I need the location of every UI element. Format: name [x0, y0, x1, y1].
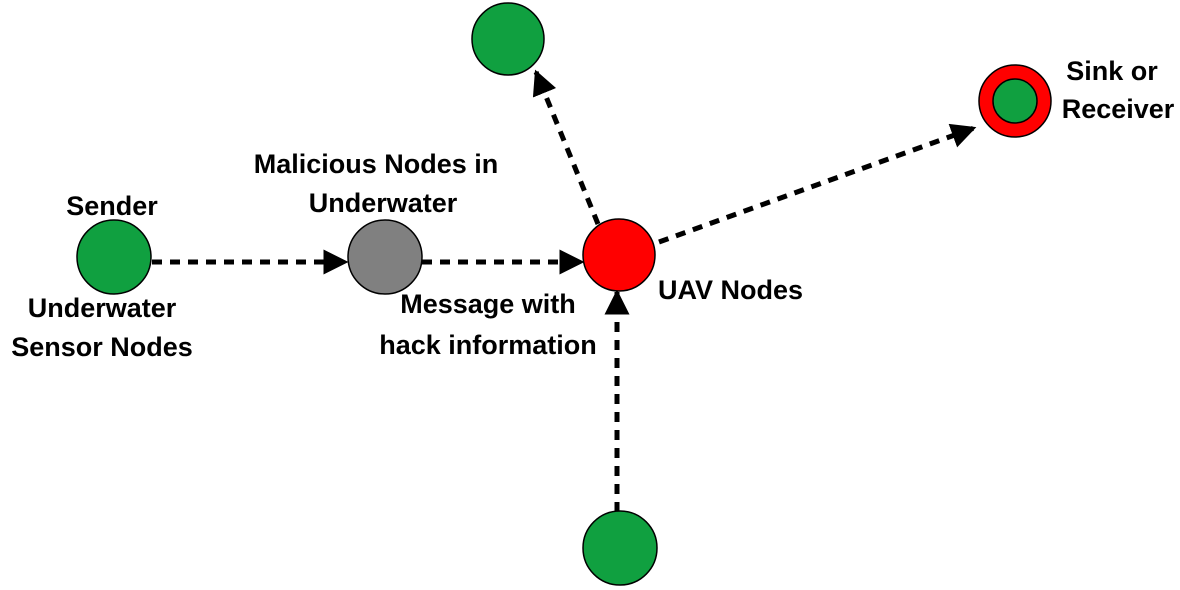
malicious-node: [347, 219, 423, 295]
sender-sensor-node: [76, 219, 152, 295]
top-sensor-node: [471, 2, 545, 76]
malicious-label-line1: Malicious Nodes in: [254, 149, 499, 179]
message-label-line2: hack information: [379, 330, 597, 360]
malicious-label-line2: Underwater: [309, 188, 458, 218]
underwater-sensor-label-line2: Sensor Nodes: [11, 332, 193, 362]
bottom-sensor-node: [582, 510, 658, 586]
edge-uav-to-top-node: [532, 69, 601, 225]
sender-label: Sender: [66, 191, 158, 221]
sink-label-line1: Sink or: [1066, 56, 1158, 86]
sink-receiver-core: [992, 78, 1038, 124]
underwater-sensor-label-line1: Underwater: [28, 293, 177, 323]
uav-node: [582, 218, 656, 292]
sink-label-line2: Receiver: [1062, 94, 1175, 124]
edge-uav-to-sink: [658, 123, 977, 245]
message-label-line1: Message with: [400, 289, 576, 319]
uav-nodes-label: UAV Nodes: [658, 275, 803, 305]
